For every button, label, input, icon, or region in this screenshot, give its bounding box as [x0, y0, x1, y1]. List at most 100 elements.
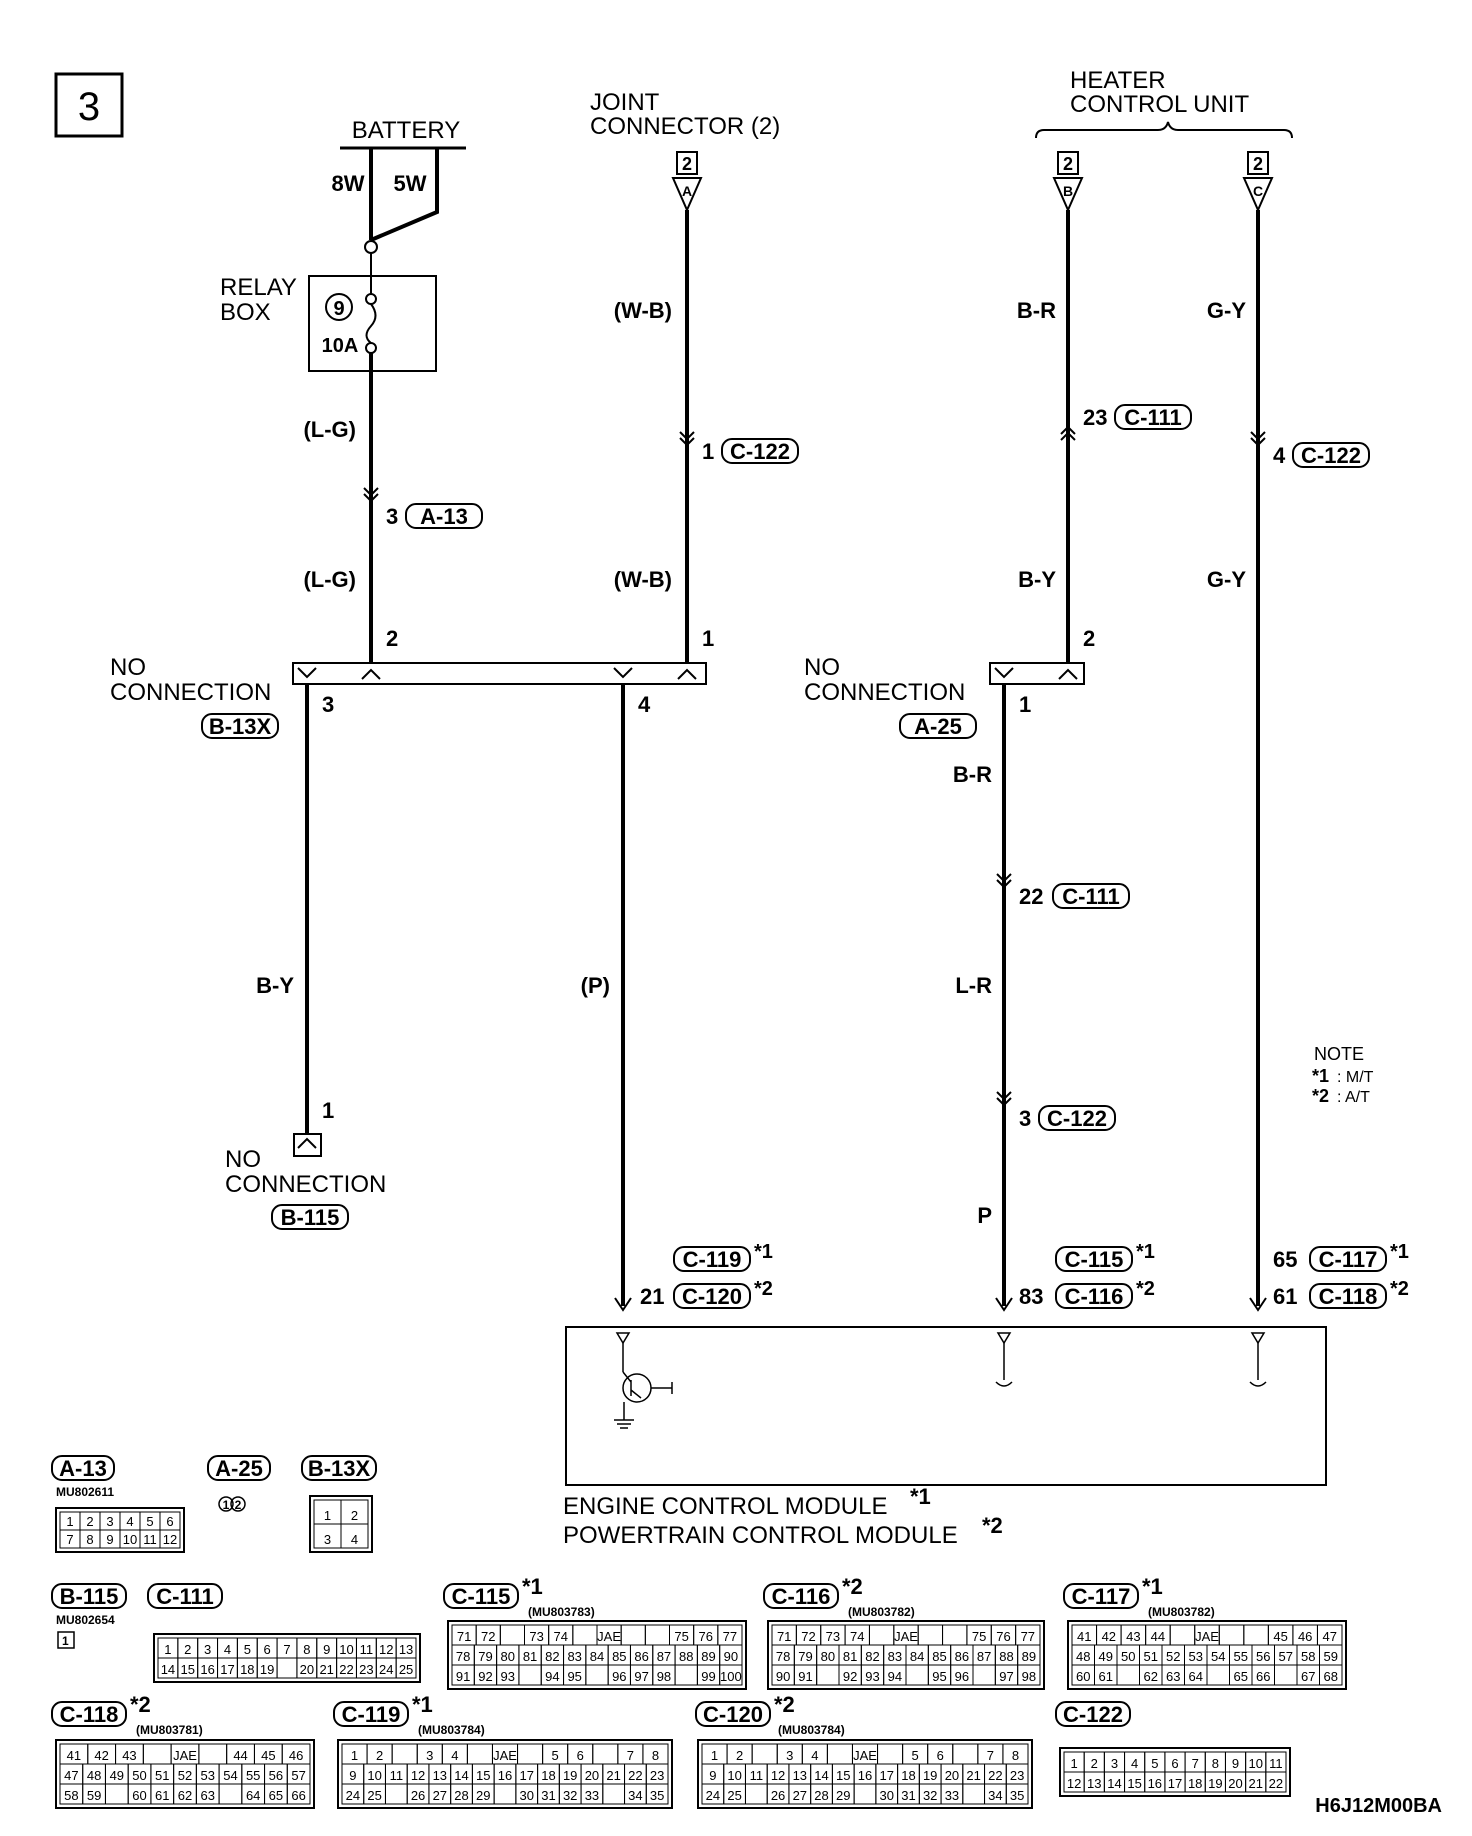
cv-c115-pin-label: 74 [554, 1629, 568, 1644]
cv-c116-pin-label: 82 [865, 1649, 879, 1664]
pin21-id2-box [673, 1283, 751, 1309]
cv-c117-pin-label: 53 [1189, 1649, 1203, 1664]
cv-c119-pin-label: 23 [650, 1768, 664, 1783]
cv-c111-pin-label: 22 [339, 1662, 353, 1677]
cv-c119-cell [493, 1783, 517, 1805]
end-b115-box [293, 1133, 322, 1157]
heater-b-page-ref-box [1057, 151, 1079, 175]
cv-c115-pin-label: 87 [657, 1649, 671, 1664]
cv-c119-pin-label: 15 [476, 1768, 490, 1783]
wire-color-heater-b-bottom: B-Y [1018, 567, 1056, 592]
cv-c120-pin-label: 8 [1012, 1748, 1019, 1763]
heater-b-terminal-arrow [1052, 177, 1084, 213]
cv-c115-pin-label: 86 [634, 1649, 648, 1664]
cv-c119-id-box [333, 1701, 409, 1727]
inline-id-c122-joint: C-122 [730, 439, 790, 464]
b13x-pin-3: 3 [322, 692, 334, 717]
cv-c120-pin-label: 32 [923, 1788, 937, 1803]
b13x-pin-1: 1 [702, 626, 714, 651]
cv-c120-pin-label: 35 [1010, 1788, 1024, 1803]
heater-control-unit-label-2: CONTROL UNIT [1070, 91, 1249, 118]
chevron-a13 [363, 487, 379, 503]
pin21-id1-box [673, 1246, 751, 1272]
cv-c120-housing [697, 1739, 1033, 1809]
module-load-65 [1249, 1381, 1267, 1387]
ground-icon [614, 1402, 634, 1429]
cv-c122-pin-label: 2 [1091, 1756, 1098, 1771]
cv-c111-cell [395, 1657, 417, 1679]
cv-c115-pin-label: 98 [657, 1669, 671, 1684]
chevron-c122-heater [1250, 431, 1266, 447]
cv-c119-pin-label: 31 [541, 1788, 555, 1803]
cv-a25-pin-label: 1 [223, 1498, 230, 1512]
cv-c116-pin-label: 75 [972, 1629, 986, 1644]
cv-c117-pin-label: 62 [1144, 1669, 1158, 1684]
cv-c120-pin-label: 33 [945, 1788, 959, 1803]
cv-c111-housing [153, 1633, 421, 1683]
pin21-mark1: *1 [754, 1241, 773, 1263]
cv-c116-pin-label: 77 [1021, 1629, 1035, 1644]
cv-c115-pin-label: JAE [597, 1629, 621, 1644]
cv-c118-pin-label: 42 [94, 1748, 108, 1763]
cv-b13x-housing [309, 1495, 373, 1553]
cv-c115-pin-label: 71 [457, 1629, 471, 1644]
inline-pin-c122-joint: 1 [702, 439, 714, 464]
cv-c115-pin-label: 88 [679, 1649, 693, 1664]
junction-b13x [292, 662, 707, 685]
chevron-c111-a25 [996, 873, 1012, 889]
battery-wire-5w-line [370, 148, 439, 242]
cv-c117-pin-label: 48 [1076, 1649, 1090, 1664]
cv-c116-pin-label: 80 [821, 1649, 835, 1664]
fuse-number-circle [325, 293, 353, 321]
cv-c120-pin-label: 10 [727, 1768, 741, 1783]
arrow-pin-21 [614, 1297, 632, 1312]
joint-connector-ref: 2 A [671, 151, 703, 213]
cv-c111-pin-label: 4 [224, 1642, 231, 1657]
cv-b115-id: B-115 [60, 1584, 119, 1609]
cv-b13x-cell [340, 1523, 369, 1549]
joint-page-ref-box [676, 151, 698, 175]
cv-c116-pin-label: 76 [996, 1629, 1010, 1644]
wire-color-joint-bottom: (W-B) [614, 567, 672, 592]
cv-c116-cell [942, 1624, 968, 1646]
cv-a25-id-box [207, 1455, 271, 1481]
cv-c116-pin-label: 90 [776, 1669, 790, 1684]
cv-c117-pin-label: 64 [1189, 1669, 1203, 1684]
cv-c122-pin-label: 21 [1248, 1776, 1262, 1791]
cv-c120-pin-label: 34 [988, 1788, 1002, 1803]
cv-b13x-id: B-13X [308, 1456, 371, 1481]
inline-chevrons [363, 425, 1266, 1107]
cv-c117-id: C-117 [1072, 1584, 1131, 1609]
inline-id-box-c122-a25 [1038, 1105, 1116, 1131]
cv-c117-pin-label: 43 [1126, 1629, 1140, 1644]
pin83-id1-box [1055, 1246, 1133, 1272]
cv-c115-cell [572, 1624, 598, 1646]
cv-a25-pin-label: 2 [235, 1498, 242, 1512]
cv-c117-pin-label: 67 [1301, 1669, 1315, 1684]
cv-c117-mark: *1 [1142, 1574, 1163, 1599]
cv-c119-mark: *1 [412, 1692, 433, 1717]
cv-c115-id-box [443, 1583, 519, 1609]
cv-c118-pin-label: 55 [246, 1768, 260, 1783]
a25-id: A-25 [914, 714, 962, 739]
cv-c118-pin-label: 51 [155, 1768, 169, 1783]
cv-c116-pin-label: 96 [955, 1669, 969, 1684]
cv-c120-pin-label: 6 [937, 1748, 944, 1763]
note-text-2: : A/T [1337, 1089, 1370, 1106]
heater-b-page-ref: 2 [1063, 154, 1073, 174]
heater-ref-b: 2 B [1052, 151, 1084, 213]
cv-c116-pin-label: 86 [955, 1649, 969, 1664]
cv-c122-pin-label: 8 [1212, 1756, 1219, 1771]
cv-a13-pin-label: 12 [163, 1532, 177, 1547]
cv-b115-cell [57, 1631, 75, 1649]
cv-c119-pin-label: 7 [627, 1748, 634, 1763]
pin61-id-box [1309, 1283, 1387, 1309]
cv-c119-pin-label: 32 [563, 1788, 577, 1803]
cv-c116-pin-label: 93 [865, 1669, 879, 1684]
joint-connector-label-1: JOINT [590, 89, 660, 116]
inline-pin-a13: 3 [386, 504, 398, 529]
cv-c118-pin-label: 52 [178, 1768, 192, 1783]
cv-c118-pin-label: 61 [155, 1788, 169, 1803]
battery-wire-5w: 5W [394, 171, 427, 196]
